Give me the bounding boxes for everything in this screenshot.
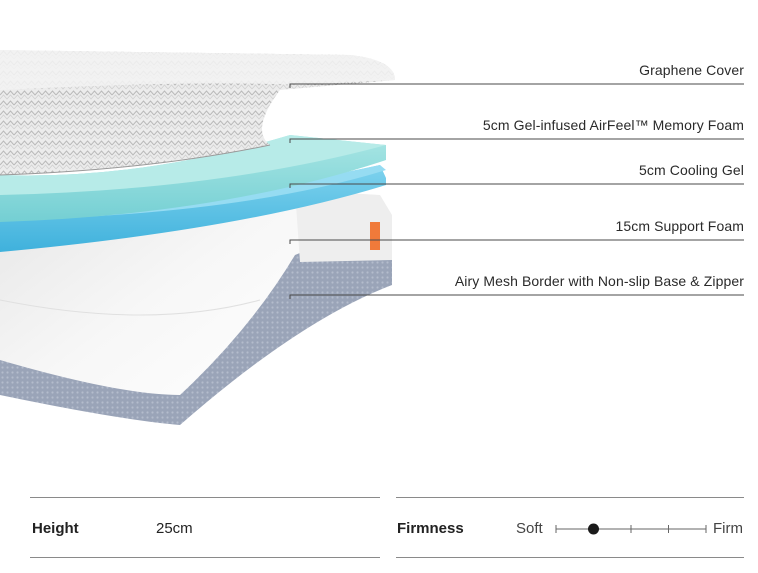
leader-support-foam [289,239,744,244]
leader-memory-foam [289,138,744,143]
spec-divider-bottom-left [30,557,380,558]
spec-divider-bottom-right [396,557,744,558]
label-memory-foam: 5cm Gel-infused AirFeel™ Memory Foam [482,117,744,133]
zipper-tag [370,222,380,250]
height-value: 25cm [156,520,193,537]
firmness-max-label: Firm [713,520,743,537]
leader-mesh-border [289,294,744,299]
label-cooling-gel: 5cm Cooling Gel [639,162,744,178]
firmness-min-label: Soft [516,520,543,537]
firmness-scale [555,523,707,535]
graphene-cover-shape [0,50,395,176]
leader-cooling-gel [289,183,744,188]
firmness-indicator [588,523,599,535]
label-support-foam: 15cm Support Foam [615,218,744,234]
label-graphene-cover: Graphene Cover [639,62,744,78]
spec-divider-top-right [396,497,744,498]
height-label: Height [32,520,79,537]
firmness-label: Firmness [397,520,464,537]
leader-lines [289,83,744,299]
spec-divider-top-left [30,497,380,498]
memory-foam-shape [0,135,386,222]
support-foam-shape [0,190,392,425]
label-mesh-border: Airy Mesh Border with Non-slip Base & Zi… [454,273,744,289]
leader-graphene-cover [289,83,744,88]
